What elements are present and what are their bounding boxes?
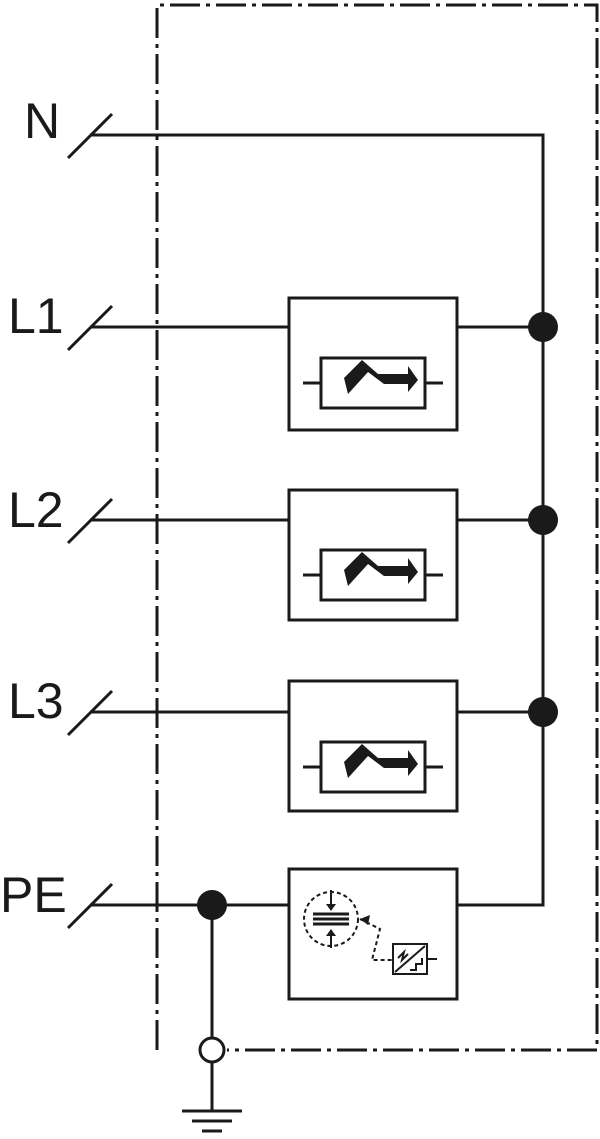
terminal-label-l2: L2 — [8, 482, 64, 538]
junctions — [197, 312, 558, 920]
terminal-label-l1: L1 — [8, 288, 64, 344]
terminal-label-pe: PE — [0, 867, 67, 923]
junction-dot-l2 — [528, 505, 558, 535]
varistor-icon — [303, 356, 443, 410]
junction-dot-l1 — [528, 312, 558, 342]
varistor-icon — [303, 548, 443, 602]
surge-module-l3 — [287, 679, 459, 813]
spark-gap-icon — [303, 890, 359, 948]
trigger-arrow-icon — [360, 915, 370, 925]
surge-module-l2 — [287, 488, 459, 622]
junction-dot-l3 — [528, 697, 558, 727]
trigger-link-dashed — [359, 918, 393, 961]
terminal-label-l3: L3 — [8, 673, 64, 729]
spark-gap-module — [287, 867, 459, 1001]
earth-terminal-circle — [198, 1036, 226, 1064]
terminal-label-n: N — [24, 93, 60, 149]
device-enclosure-boundary — [155, 3, 599, 1052]
varistor-icon — [303, 740, 443, 794]
junction-dot-pe — [197, 890, 227, 920]
surge-module-l1 — [287, 296, 459, 432]
trigger-circuit-icon — [392, 943, 437, 975]
ground-icon — [182, 1100, 242, 1133]
